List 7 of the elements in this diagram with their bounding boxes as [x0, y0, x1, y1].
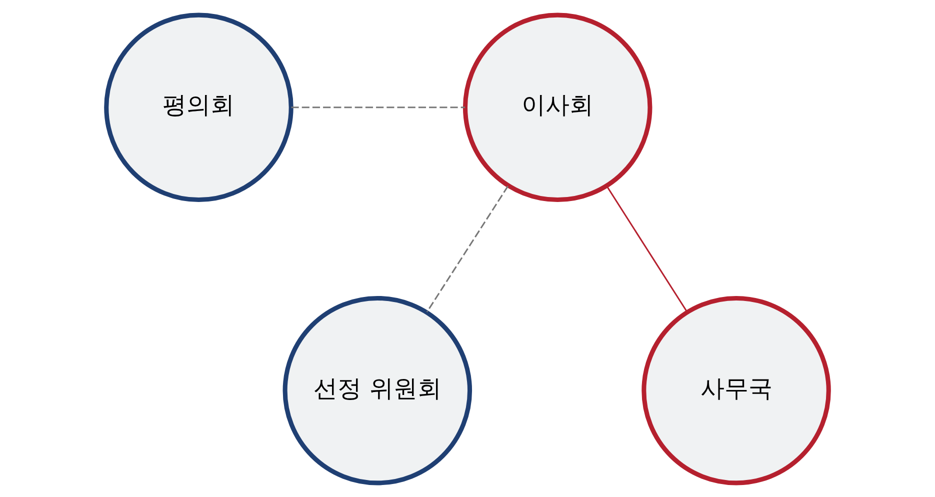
node-circle: 사무국 — [642, 295, 831, 485]
connector — [291, 106, 465, 108]
connector — [426, 185, 509, 312]
node-circle: 이사회 — [462, 12, 652, 202]
connector — [606, 185, 688, 312]
node-circle: 평의회 — [104, 12, 294, 202]
node-circle: 선정 위원회 — [282, 295, 472, 485]
